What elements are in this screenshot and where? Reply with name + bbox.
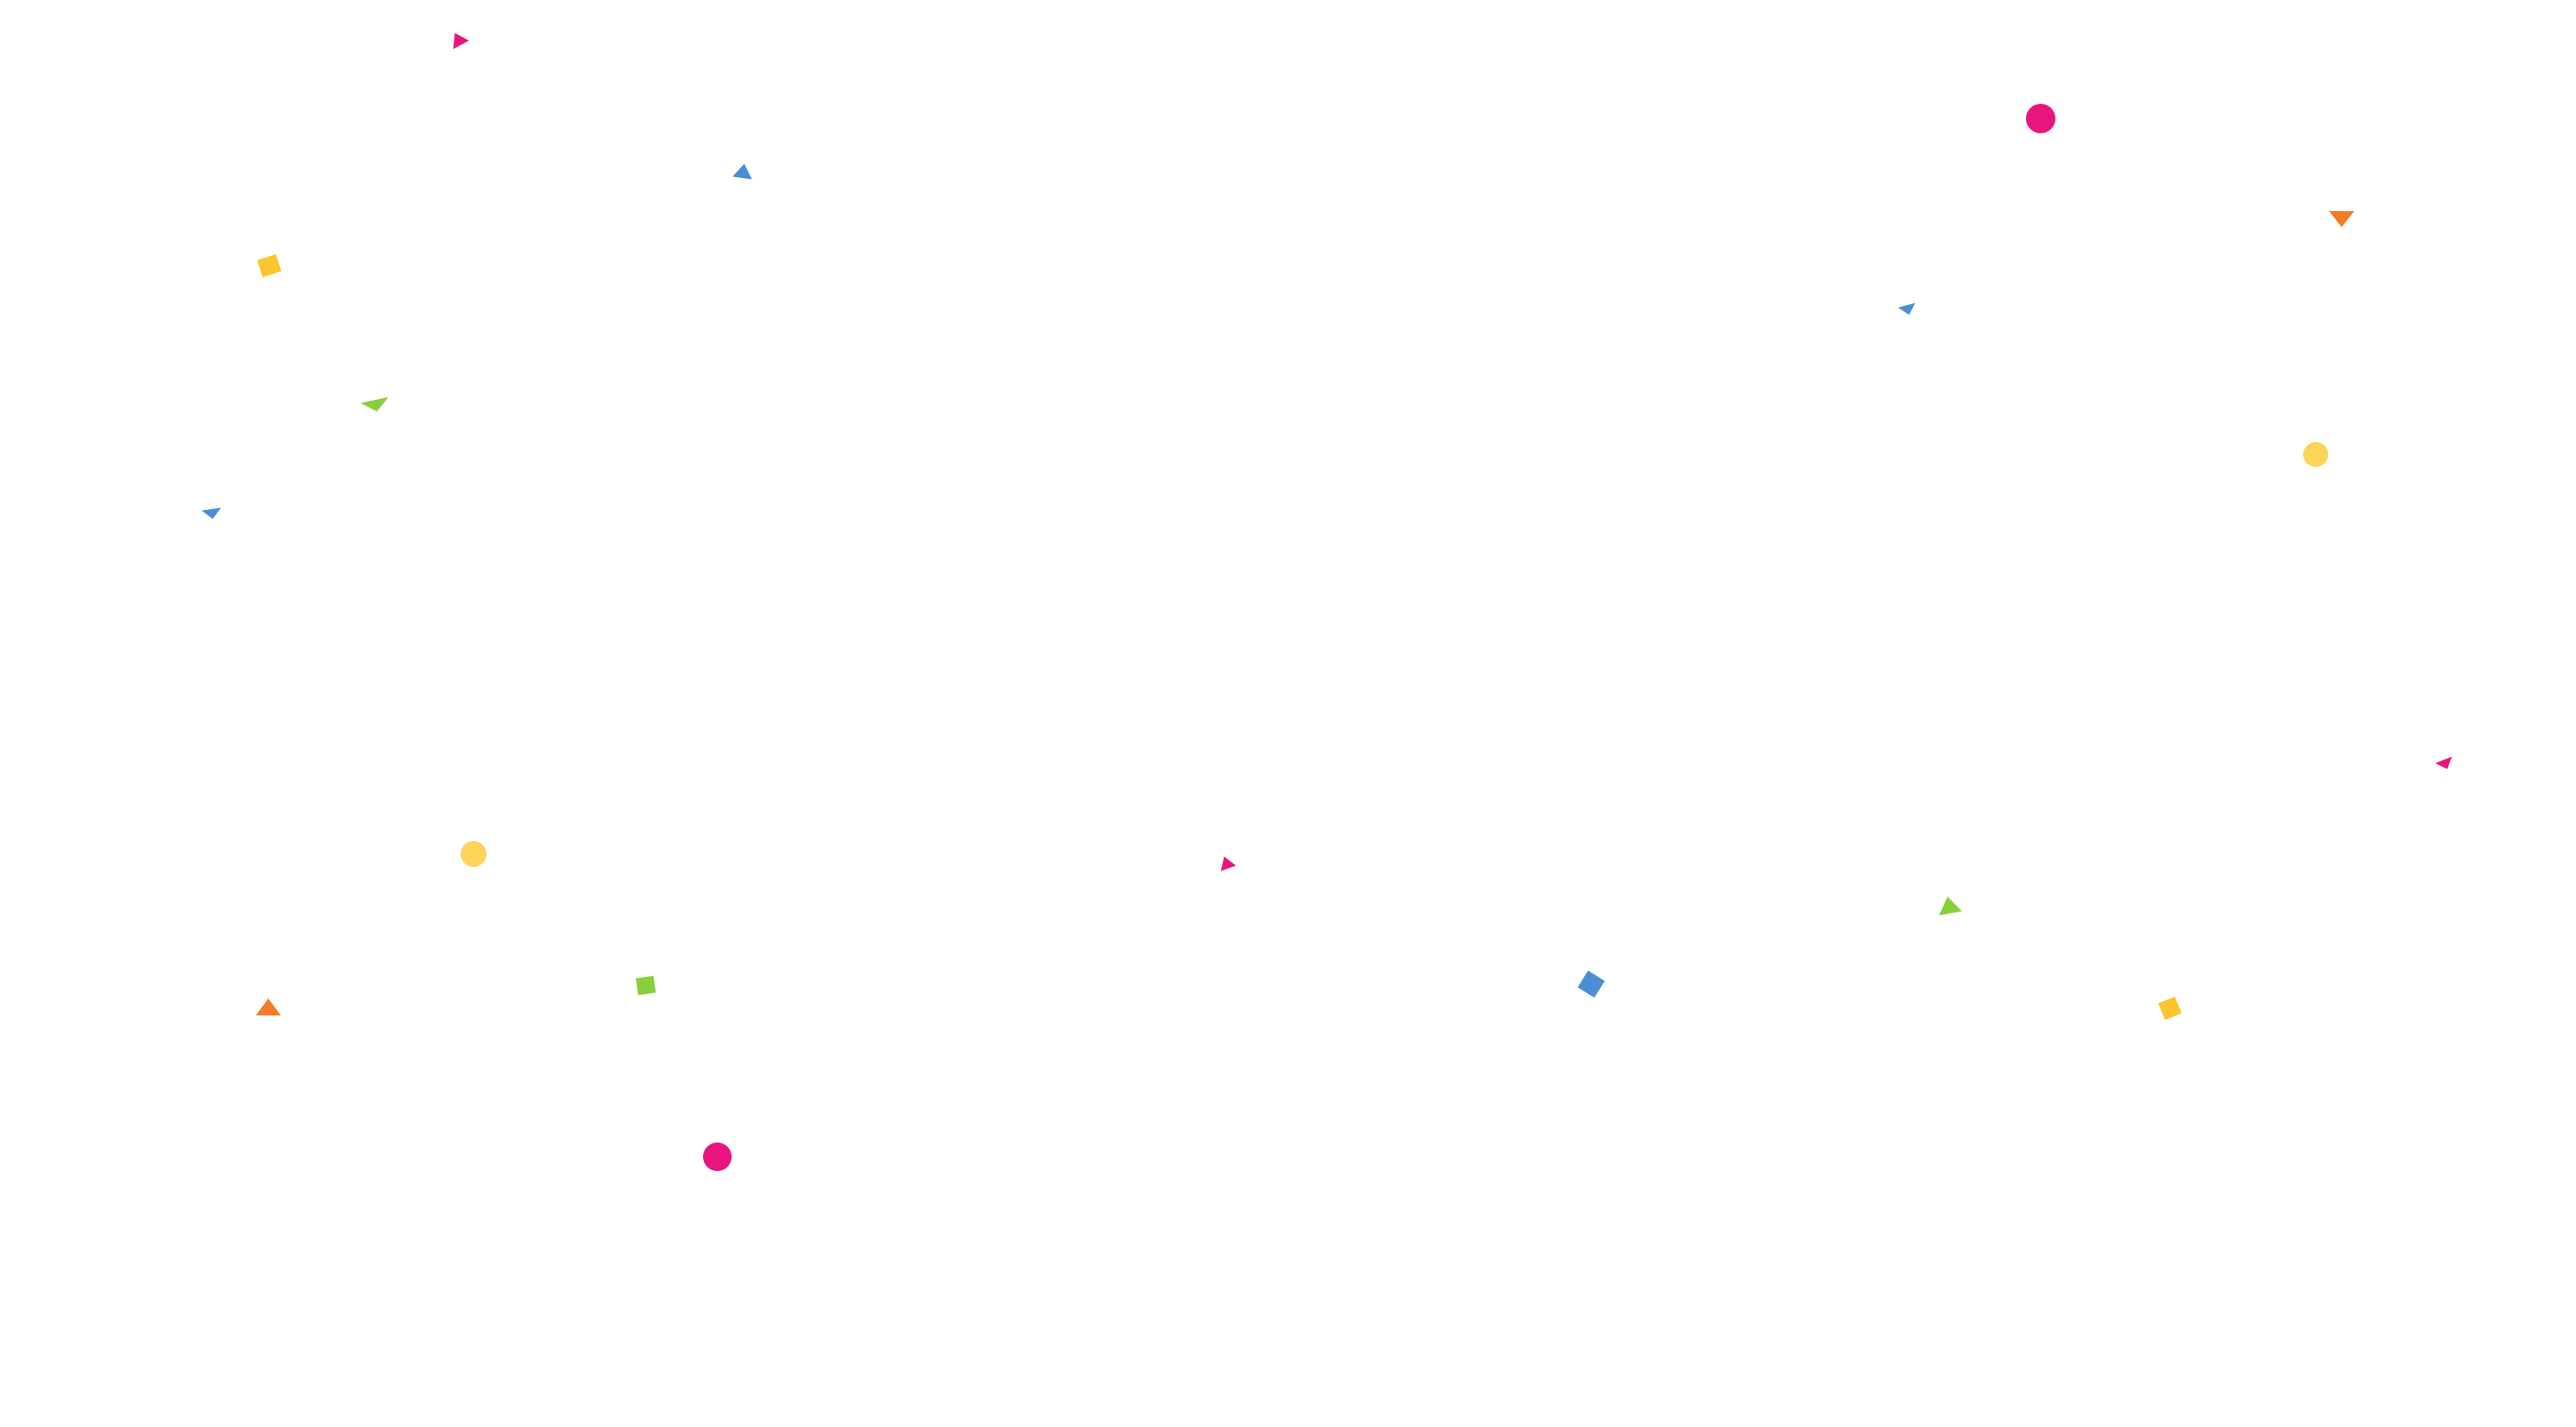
confetti-square-green	[635, 975, 657, 996]
confetti-triangle-orange	[256, 998, 281, 1015]
confetti-triangle-pink	[1216, 854, 1236, 871]
confetti-circle-yellow	[2303, 442, 2328, 467]
confetti-square-yellow	[2157, 996, 2182, 1021]
confetti-triangle-green	[1936, 894, 1962, 916]
confetti-triangle-blue	[201, 507, 223, 521]
confetti-triangle-green	[360, 396, 392, 415]
confetti-triangle-pink	[2435, 756, 2456, 773]
confetti-circle-pink	[703, 1142, 732, 1171]
confetti-circle-pink	[2026, 104, 2055, 133]
confetti-triangle-blue	[732, 162, 755, 180]
confetti-triangle-pink	[446, 29, 470, 49]
confetti-triangle-orange	[2329, 211, 2354, 227]
confetti-triangle-blue	[1897, 302, 1919, 318]
confetti-circle-yellow	[461, 841, 487, 867]
confetti-square-yellow	[257, 254, 282, 277]
confetti-square-blue	[1577, 970, 1606, 998]
